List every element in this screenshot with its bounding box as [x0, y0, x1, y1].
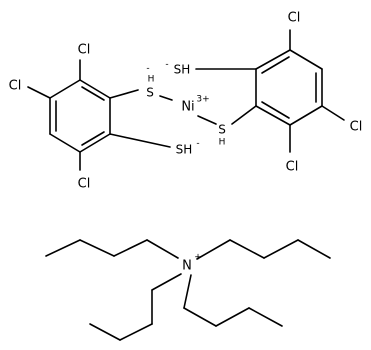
bond-left-cl-left [27, 86, 51, 99]
right-sh-top-minus-label: - [165, 60, 168, 70]
bond-s-to-ni [159, 95, 173, 101]
bond-ni-to-right-s [197, 115, 217, 125]
left-sh-bottom-label: SH [176, 143, 193, 157]
left-cl-bottom-label: Cl [78, 177, 91, 192]
nickel-charge-label: 3+ [196, 95, 209, 105]
left-cl-top-label: Cl [78, 43, 91, 58]
right-benzene-ring [255, 49, 323, 126]
left-s-top-minus-label: - [146, 64, 149, 74]
right-cl-top-label: Cl [288, 11, 301, 26]
right-s-bottom-h-label: H [219, 138, 226, 148]
nickel-label: Ni [181, 100, 194, 115]
right-cl-right-label: Cl [350, 120, 363, 135]
left-s-top-h-label: H [148, 75, 155, 85]
right-s-bottom-label: S [218, 123, 226, 137]
ammonium-charge-label: + [194, 253, 202, 263]
bond-right-cl-right [321, 105, 345, 121]
left-cl-left-label: Cl [9, 79, 22, 94]
bond-right-s-bottom [231, 105, 257, 125]
bond-left-s-top [109, 89, 139, 99]
tetrabutylammonium-bonds [45, 239, 331, 341]
right-sh-top-label: SH [174, 63, 191, 77]
right-cl-bottom-label: Cl [286, 160, 299, 175]
left-benzene-ring [49, 79, 111, 153]
ammonium-nitrogen-label: N [182, 259, 192, 274]
left-s-top-label: S [146, 86, 154, 100]
bond-left-sh-bottom [109, 133, 171, 148]
left-sh-bottom-minus-label: - [196, 139, 199, 149]
